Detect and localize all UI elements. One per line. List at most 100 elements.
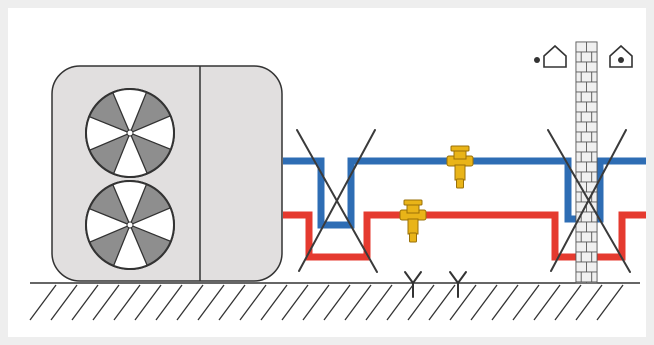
ground-hatch-line	[533, 284, 561, 321]
valve-nut	[409, 232, 417, 243]
wall-brick	[591, 131, 598, 143]
drain-fitting-icon	[449, 271, 467, 298]
wall-brick	[591, 171, 598, 183]
wall-brick	[575, 191, 582, 203]
wall-brick	[575, 251, 582, 263]
brick-wall-icon	[575, 41, 598, 284]
wall-brick	[575, 71, 582, 83]
wall-brick	[591, 91, 598, 103]
dot-icon	[534, 57, 540, 63]
ground-hatch-line	[155, 284, 183, 321]
fan-icon	[85, 88, 175, 178]
fan-rim	[85, 180, 175, 270]
wall-brick	[580, 91, 593, 103]
wall-brick	[575, 151, 582, 163]
ground-hatch-line	[302, 284, 330, 321]
ground-hatch-line	[50, 284, 78, 321]
ground-hatch-line	[323, 284, 351, 321]
fan-icon	[85, 180, 175, 270]
cross-mark-icon	[547, 129, 631, 273]
ground-hatch-line	[449, 284, 477, 321]
wall-brick	[586, 261, 598, 273]
valve-nut	[456, 178, 464, 189]
wall-brick	[591, 251, 598, 263]
wall-brick	[575, 111, 582, 123]
wall-brick	[575, 261, 587, 273]
wall-brick	[586, 81, 598, 93]
valve-stem	[407, 218, 419, 235]
wall-brick	[586, 121, 598, 133]
valve-icon	[446, 145, 474, 189]
house-outside-icon	[534, 44, 567, 68]
wall-brick	[586, 41, 598, 53]
valve-stem	[454, 164, 466, 181]
wall-brick	[580, 211, 593, 223]
drain-fitting-icon	[404, 271, 422, 298]
wall-brick	[591, 151, 598, 163]
wall-brick	[575, 81, 587, 93]
wall-brick	[580, 231, 593, 243]
ground-hatch-line	[428, 284, 456, 321]
ground-hatch-line	[92, 284, 120, 321]
ground-hatch-line	[491, 284, 519, 321]
wall-brick	[575, 51, 582, 63]
wall-brick	[575, 131, 582, 143]
wall-brick	[575, 101, 587, 113]
ground-hatch	[29, 284, 624, 321]
wall-brick	[575, 271, 582, 283]
wall-brick	[575, 161, 587, 173]
wall-brick	[580, 131, 593, 143]
ground-hatch-line	[134, 284, 162, 321]
dot-icon	[618, 57, 624, 63]
ground-hatch-line	[197, 284, 225, 321]
wall-brick	[580, 171, 593, 183]
ground-hatch-line	[344, 284, 372, 321]
wall-brick	[580, 151, 593, 163]
wall-brick	[580, 71, 593, 83]
wall-brick	[575, 121, 587, 133]
wall-brick	[591, 51, 598, 63]
ground-hatch-line	[365, 284, 393, 321]
wall-brick	[575, 141, 587, 153]
wall-brick	[591, 111, 598, 123]
wall-brick	[586, 281, 598, 284]
wall-brick	[580, 271, 593, 283]
wall-brick	[580, 111, 593, 123]
wall-brick	[591, 271, 598, 283]
ground-hatch-line	[218, 284, 246, 321]
house-icon	[609, 44, 633, 68]
house-inside-icon	[609, 44, 633, 68]
wall-brick	[591, 71, 598, 83]
wall-brick	[580, 51, 593, 63]
wall-brick	[575, 241, 587, 253]
wall-brick	[580, 251, 593, 263]
wall-brick	[586, 141, 598, 153]
ground-hatch-line	[113, 284, 141, 321]
outdoor-unit-icon	[51, 65, 283, 282]
valve-icon	[399, 199, 427, 243]
ground-hatch-line	[260, 284, 288, 321]
ground-hatch-line	[29, 284, 57, 321]
wall-brick	[586, 161, 598, 173]
wall-brick	[575, 41, 587, 53]
house-icon	[543, 44, 567, 68]
wall-brick	[586, 101, 598, 113]
ground-hatch-line	[596, 284, 624, 321]
cross-mark-line	[550, 129, 627, 272]
wall-brick	[586, 221, 598, 233]
ground-hatch-line	[281, 284, 309, 321]
fan-hub	[126, 221, 134, 229]
cross-mark-icon	[296, 129, 378, 273]
wall-brick	[575, 91, 582, 103]
ground-hatch-line	[470, 284, 498, 321]
wall-brick	[591, 231, 598, 243]
valve-cap	[403, 199, 423, 206]
cross-mark-line	[298, 129, 376, 272]
wall-brick	[575, 281, 587, 284]
ground-hatch-line	[407, 284, 435, 321]
ground-hatch-line	[386, 284, 414, 321]
fan-rim	[85, 88, 175, 178]
wall-brick	[575, 231, 582, 243]
wall-brick	[575, 221, 587, 233]
